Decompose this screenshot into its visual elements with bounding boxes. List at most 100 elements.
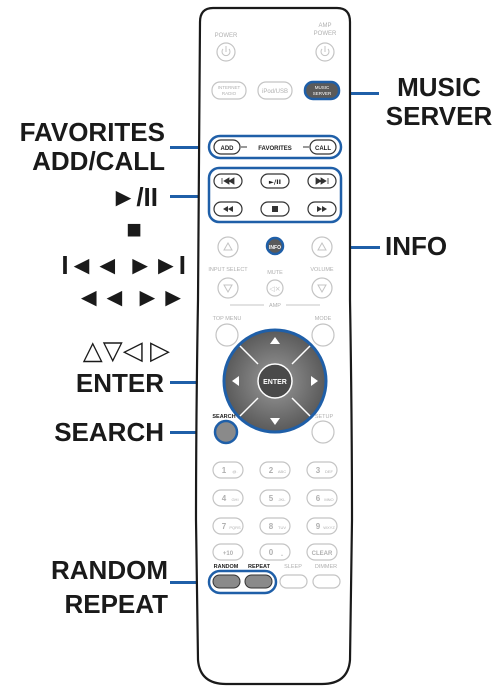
ipod-usb-label: iPod/USB: [262, 89, 288, 95]
cursor-down-icon: [270, 418, 280, 425]
info-button-label: INFO: [269, 245, 281, 251]
cursor-callout: △▽◁ ▷: [82, 335, 170, 365]
keypad-key-label-9: 9: [316, 522, 321, 531]
favorites-call-label: CALL: [315, 146, 331, 152]
volume-down-button: [311, 277, 333, 299]
search-leader-line: [170, 431, 214, 434]
amp-power-label-1: AMP: [318, 23, 331, 29]
favorites-label: FAVORITES: [258, 146, 292, 152]
keypad-key-label-3: 3: [316, 466, 321, 475]
music-server-label-1: MUSIC: [315, 85, 330, 90]
play-pause-label: ►/II: [269, 178, 281, 186]
enter-callout: ENTER: [75, 368, 164, 398]
dimmer-button: [312, 574, 341, 589]
keypad-key-sub-1: @.: [232, 469, 237, 474]
favorites-callout-line2: ADD/CALL: [32, 146, 165, 176]
amp-power-icon: [320, 46, 330, 57]
play-pause-callout: ►/II: [110, 182, 158, 212]
enter-button: [257, 363, 293, 399]
internet-radio-label-1: INTERNET: [218, 85, 241, 90]
keypad-key-sub-9: WXYZ: [323, 525, 335, 530]
music-server-button: [303, 80, 341, 101]
internet-radio-button: [211, 81, 247, 100]
favorites-group-highlight: [207, 134, 343, 160]
random-repeat-highlight: [207, 569, 278, 595]
sleep-label: SLEEP: [284, 564, 302, 570]
random-repeat-callout: RANDOM REPEAT: [0, 556, 168, 619]
input-select-down-icon: [223, 284, 233, 294]
keypad-key-sub-2: ABC: [278, 469, 286, 474]
search-skip-callout: ◄◄ ►►: [75, 282, 186, 312]
volume-down-icon: [317, 284, 327, 294]
mute-icon: ◁×: [269, 285, 280, 293]
input-select-up-icon: [223, 241, 233, 251]
keypad-key-label-7: 7: [222, 522, 227, 531]
mute-button: [266, 279, 284, 297]
stop-callout: ■: [126, 214, 142, 244]
mute-label: MUTE: [267, 270, 283, 276]
amp-power-label-2: POWER: [314, 31, 337, 37]
input-select-up-button: [217, 236, 239, 258]
stop-icon: [272, 206, 278, 212]
favorites-callout: FAVORITES ADD/CALL: [0, 118, 165, 176]
amp-power-button: [315, 42, 335, 62]
keypad-key-4: [212, 489, 244, 507]
fast-forward-icon: [317, 206, 327, 212]
keypad-key-11: [259, 543, 291, 561]
keypad-key-label-1: 1: [222, 466, 227, 475]
input-select-down-button: [217, 277, 239, 299]
keypad-key-label-6: 6: [316, 494, 321, 503]
music-server-callout: MUSIC SERVER: [379, 73, 499, 131]
keypad-key-8: [259, 517, 291, 535]
info-button: [265, 236, 285, 256]
random-callout: RANDOM: [51, 555, 168, 585]
setup-label: SETUP: [315, 414, 334, 420]
keypad-key-label-8: 8: [269, 522, 274, 531]
keypad-key-sub-6: MNO: [324, 497, 333, 502]
music-server-label-2: SERVER: [313, 91, 332, 96]
mode-label: MODE: [315, 316, 332, 322]
volume-label: VOLUME: [310, 267, 334, 273]
transport-group-highlight: [207, 166, 343, 224]
keypad-key-sub-8: TUV: [278, 525, 286, 530]
random-button: [212, 574, 241, 589]
keypad-key-2: [259, 461, 291, 479]
power-label: POWER: [215, 33, 238, 39]
power-button: [216, 42, 236, 62]
power-icon: [221, 46, 231, 57]
repeat-button: [244, 574, 273, 589]
internet-radio-label-2: RADIO: [222, 91, 237, 96]
info-callout: INFO: [385, 231, 448, 261]
sleep-button: [279, 574, 308, 589]
search-callout: SEARCH: [54, 417, 164, 447]
skip-callout: I◄◄ ►►I: [61, 250, 186, 280]
favorites-callout-line1: FAVORITES: [19, 117, 165, 147]
search-label: SEARCH: [212, 414, 235, 420]
amp-label: AMP: [269, 303, 281, 309]
music-server-leader-line: [349, 92, 379, 95]
repeat-callout: REPEAT: [64, 589, 168, 619]
top-menu-label: TOP MENU: [213, 316, 242, 322]
mode-button: [311, 323, 335, 347]
keypad-key-label-2: 2: [269, 466, 274, 475]
play-pause-leader-line: [170, 195, 208, 198]
music-server-callout-line1: MUSIC: [397, 72, 481, 102]
random-label: RANDOM: [214, 564, 239, 570]
dimmer-label: DIMMER: [315, 564, 337, 570]
keypad-key-label-11: 0: [269, 548, 274, 557]
keypad-key-label-5: 5: [269, 494, 274, 503]
skip-back-icon: [221, 177, 235, 185]
rewind-icon: [223, 206, 233, 212]
keypad-key-label-10: +10: [223, 551, 234, 557]
favorites-call-button: [309, 139, 337, 155]
search-button: [213, 419, 239, 445]
favorites-add-button: [213, 139, 241, 155]
cursor-right-icon: [311, 376, 318, 386]
keypad-key-5: [259, 489, 291, 507]
keypad-key-12: [306, 543, 338, 561]
keypad-key-6: [306, 489, 338, 507]
keypad-key-10: [212, 543, 244, 561]
pad-divider-4: [291, 397, 311, 417]
